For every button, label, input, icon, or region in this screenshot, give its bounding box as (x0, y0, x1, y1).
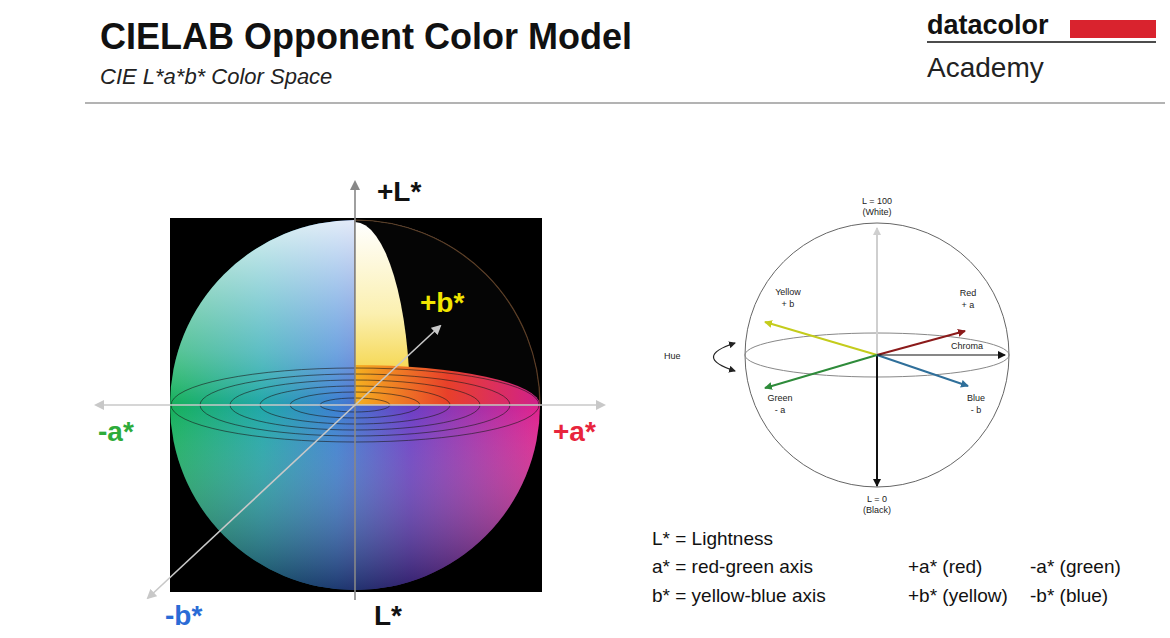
axis-label: +b* (420, 287, 464, 319)
definition-text: -b* (blue) (1030, 585, 1108, 607)
hue-label: Green (767, 393, 792, 403)
logo-underline (927, 41, 1156, 43)
hue-label: Blue (967, 393, 985, 403)
hue-label: + b (782, 299, 795, 309)
definition-text: -a* (green) (1030, 556, 1121, 578)
axis-label: -b* (165, 600, 202, 632)
hue-label: - a (775, 405, 786, 415)
hue-label: - b (971, 405, 982, 415)
hue-label: + a (962, 300, 975, 310)
title: CIELAB Opponent Color Model (100, 16, 632, 57)
subtitle: CIE L*a*b* Color Space (100, 64, 332, 89)
pole-label: L = 0 (867, 494, 887, 504)
logo-text: datacolor (927, 10, 1049, 41)
hue-label: Hue (664, 351, 681, 361)
pole-label: (Black) (863, 505, 891, 515)
hue-label: Red (960, 288, 977, 298)
definition-text: b* = yellow-blue axis (652, 585, 826, 607)
lab-schematic (714, 223, 1010, 487)
axis-label: +a* (553, 416, 596, 448)
chroma-label: Chroma (951, 341, 983, 351)
definition-text: a* = red-green axis (652, 556, 813, 578)
logo-subtext: Academy (927, 52, 1044, 84)
logo-bar (1070, 20, 1156, 38)
definition-text: L* = Lightness (652, 528, 773, 550)
definition-text: +b* (yellow) (908, 585, 1008, 607)
header-rule (85, 102, 1165, 104)
lab-sphere (96, 182, 604, 600)
axis-label: +L* (377, 176, 421, 208)
definition-text: +a* (red) (908, 556, 982, 578)
hue-label: Yellow (775, 287, 801, 297)
pole-label: L = 100 (862, 196, 892, 206)
pole-label: (White) (863, 207, 892, 217)
axis-label: -a* (98, 416, 134, 448)
axis-label: L* (374, 600, 402, 632)
